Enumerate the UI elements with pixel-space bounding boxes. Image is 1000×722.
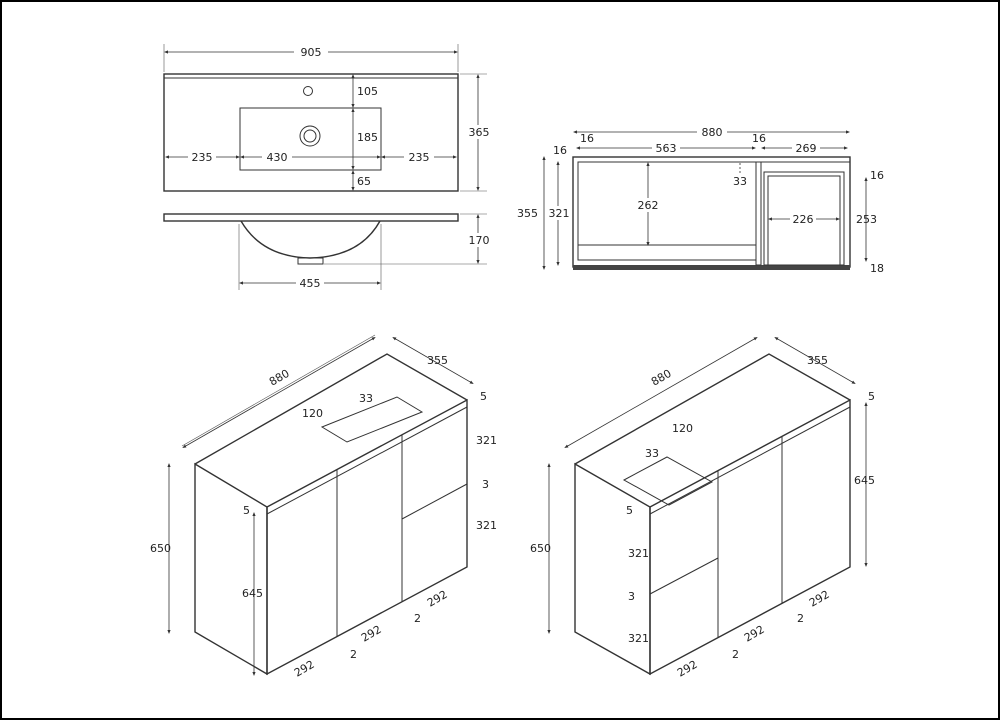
dim-right-opening: 269: [796, 142, 817, 155]
dim-iso-gap: 3: [482, 478, 489, 491]
dim-iso-door3: 292: [425, 588, 450, 610]
dim-iso-drawer1: 321: [628, 547, 649, 560]
dim-left-opening: 563: [656, 142, 677, 155]
dim-cabinet-width: 880: [702, 126, 723, 139]
dim-iso-cutout-width: 33: [359, 392, 373, 405]
dim-bowl-width-side: 455: [300, 277, 321, 290]
dim-iso-door3: 292: [807, 588, 832, 610]
dim-iso-door-height: 645: [242, 587, 263, 600]
dim-iso-side-gap: 5: [626, 504, 633, 517]
dim-iso-gap1: 2: [732, 648, 739, 661]
dim-iso-gap2: 2: [414, 612, 421, 625]
basin-plan-view: 905 105 185 65 235 430 235 365: [163, 44, 491, 192]
dim-depth: 365: [469, 126, 490, 139]
cabinet-front-view: 880 16 563 16 269 16 355 321 262 33 226 …: [517, 125, 884, 275]
dim-iso-top-gap: 5: [480, 390, 487, 403]
dim-iso-door1: 292: [292, 658, 317, 680]
dim-iso-cutout-width: 33: [645, 447, 659, 460]
dim-iso-gap2: 2: [797, 612, 804, 625]
dim-right-margin: 235: [409, 151, 430, 164]
dim-cutout: 33: [733, 175, 747, 188]
dim-basin-height: 170: [469, 234, 490, 247]
dim-iso-door2: 292: [742, 623, 767, 645]
dim-width: 905: [301, 46, 322, 59]
dim-cabinet-height: 355: [517, 207, 538, 220]
dim-iso-top-gap: 5: [868, 390, 875, 403]
dim-bowl-depth: 185: [357, 131, 378, 144]
dim-iso-door-height: 645: [854, 474, 875, 487]
dim-iso-drawer2: 321: [628, 632, 649, 645]
iso-right-view: 880 355 5 645 120 33 650 5 321 3 321 292…: [530, 337, 875, 680]
dim-iso-depth: 355: [807, 354, 828, 367]
dim-iso-drawer2: 321: [476, 519, 497, 532]
dim-drawer-height: 253: [856, 213, 877, 226]
basin-side-view: 455 170: [163, 213, 491, 290]
dim-drawer-width: 226: [793, 213, 814, 226]
dim-divider: 16: [752, 132, 766, 145]
dim-bowl-width: 430: [267, 151, 288, 164]
dim-iso-depth: 355: [427, 354, 448, 367]
iso-left-view: 880 355 5 120 33 321 3 321 650 645 5 292…: [150, 334, 497, 680]
dim-iso-height: 650: [150, 542, 171, 555]
dim-iso-door2: 292: [359, 623, 384, 645]
dim-tap-offset: 105: [357, 85, 378, 98]
dim-iso-drawer1: 321: [476, 434, 497, 447]
dim-top-panel: 16: [553, 144, 567, 157]
dim-drawer-top: 16: [870, 169, 884, 182]
dim-iso-gap: 3: [628, 590, 635, 603]
dim-iso-door1: 292: [675, 658, 700, 680]
dim-opening-height: 262: [638, 199, 659, 212]
dim-front-offset: 65: [357, 175, 371, 188]
dim-iso-width: 880: [649, 367, 674, 389]
dim-iso-cutout-depth: 120: [672, 422, 693, 435]
dim-iso-gap1: 2: [350, 648, 357, 661]
dim-iso-cutout-depth: 120: [302, 407, 323, 420]
dim-left-panel: 16: [580, 132, 594, 145]
dim-iso-height: 650: [530, 542, 551, 555]
dim-iso-side-gap: 5: [243, 504, 250, 517]
dim-kick: 18: [870, 262, 884, 275]
dim-inner-height: 321: [549, 207, 570, 220]
dim-left-margin: 235: [192, 151, 213, 164]
